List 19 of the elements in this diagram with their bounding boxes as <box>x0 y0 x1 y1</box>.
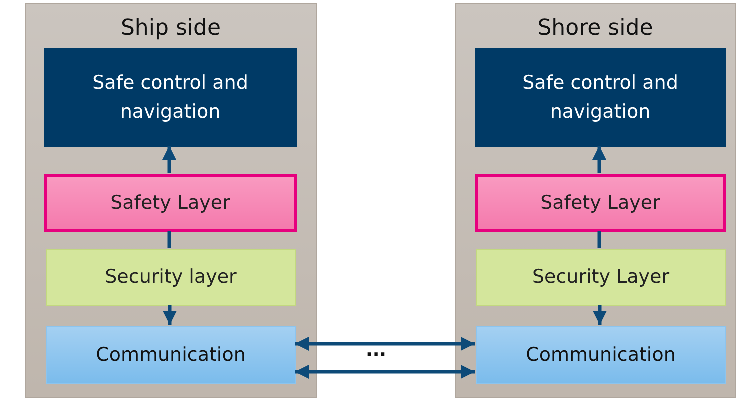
control-box: Safe control and navigation <box>475 48 726 147</box>
safety-layer-box: Safety Layer <box>475 174 726 232</box>
panel-title: Shore side <box>536 16 654 41</box>
side-panel <box>25 3 317 398</box>
communication-box: Communication <box>476 326 726 384</box>
side-panel <box>455 3 736 398</box>
arrow <box>295 337 475 351</box>
control-box: Safe control and navigation <box>44 48 297 147</box>
ellipsis-label: ... <box>366 340 387 361</box>
security-layer-box: Security layer <box>46 249 296 306</box>
communication-box: Communication <box>46 326 296 384</box>
arrow <box>163 305 177 325</box>
arrow <box>162 146 176 173</box>
panel-title: Ship side <box>120 16 222 41</box>
arrow <box>295 365 475 379</box>
safety-layer-box: Safety Layer <box>44 174 297 232</box>
arrow <box>592 146 606 173</box>
security-layer-box: Security Layer <box>476 249 726 306</box>
arrow <box>593 305 607 325</box>
